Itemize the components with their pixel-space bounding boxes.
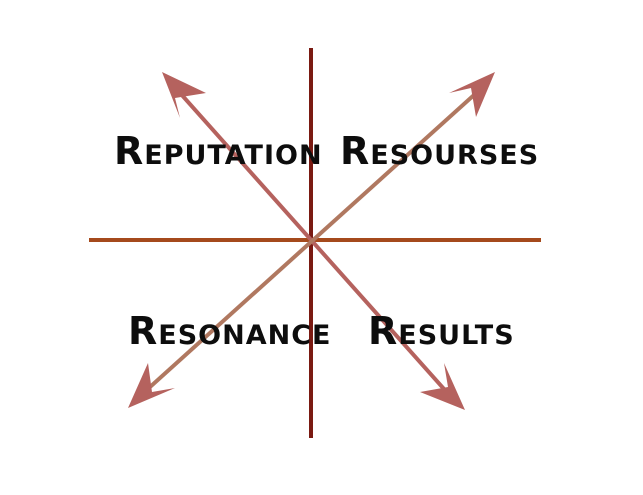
- label-results: Results: [368, 309, 515, 353]
- label-resonance: Resonance: [128, 309, 332, 353]
- diagonal-bl-tr: [138, 84, 486, 398]
- arrowhead-top-left: [162, 72, 206, 118]
- arrowhead-bottom-right: [420, 363, 465, 410]
- label-reputation: Reputation: [114, 129, 323, 173]
- label-resourses: Resourses: [340, 129, 540, 173]
- arrowhead-top-right: [449, 72, 495, 117]
- arrowhead-bottom-left: [128, 363, 175, 408]
